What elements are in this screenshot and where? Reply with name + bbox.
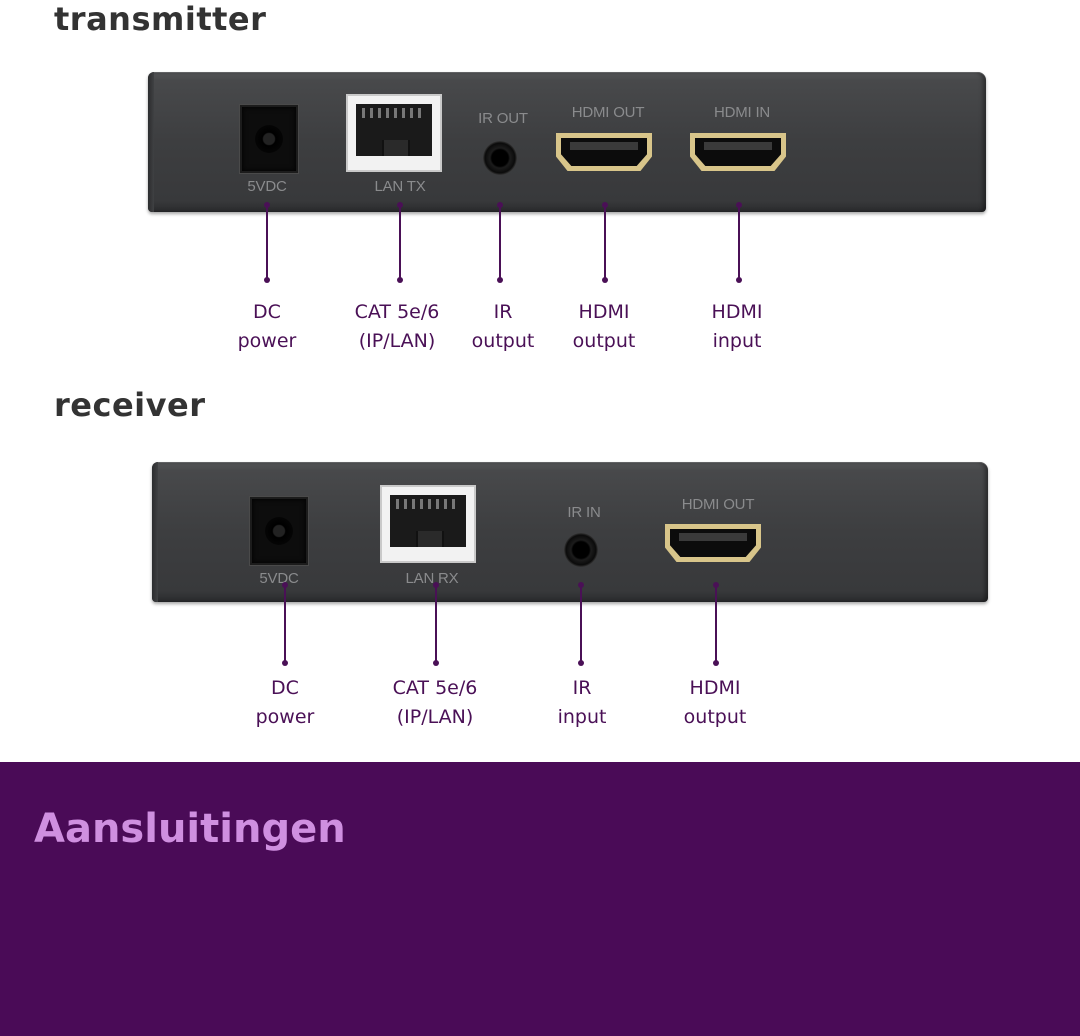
hdmi-out-port (665, 524, 761, 562)
panel-label-5vdc: 5VDC (247, 178, 287, 195)
connector-line-ir (578, 582, 584, 666)
connector-line-hdmi-in (736, 202, 742, 283)
ir-out-jack (483, 141, 517, 175)
callout-hdmi-output: HDMI output (683, 677, 747, 728)
lan-rx-port (380, 485, 476, 563)
callout-hdmi-input: HDMI input (711, 301, 763, 352)
callout-hdmi-output: HDMI output (572, 301, 636, 352)
connector-line-lan (397, 202, 403, 283)
hdmi-out-port (556, 133, 652, 171)
callout-dc-power: DC power (237, 301, 297, 352)
connector-line-dc (282, 582, 288, 666)
transmitter-device: 5VDC LAN TX IR OUT HDMI OUT HDMI IN (148, 72, 986, 212)
banner-title: Aansluitingen (34, 806, 346, 852)
callout-ir-input: IR input (557, 677, 607, 728)
hdmi-in-port (690, 133, 786, 171)
dc-power-jack (250, 497, 308, 565)
panel-label-ir-out: IR OUT (478, 110, 528, 127)
panel-label-hdmi-out: HDMI OUT (681, 496, 755, 513)
lan-tx-port (346, 94, 442, 172)
receiver-title: receiver (54, 386, 206, 424)
connector-line-dc (264, 202, 270, 283)
connector-line-hdmi-out (602, 202, 608, 283)
callout-ir-output: IR output (471, 301, 535, 352)
purple-banner: Aansluitingen (0, 762, 1080, 1036)
panel-label-hdmi-out: HDMI OUT (571, 104, 645, 121)
panel-label-hdmi-in: HDMI IN (713, 104, 771, 121)
transmitter-title: transmitter (54, 0, 267, 38)
panel-label-5vdc: 5VDC (259, 570, 299, 587)
receiver-device: 5VDC LAN RX IR IN HDMI OUT (152, 462, 988, 602)
connector-line-ir (497, 202, 503, 283)
dc-power-jack (240, 105, 298, 173)
panel-label-ir-in: IR IN (567, 504, 601, 521)
callout-cat-lan: CAT 5e/6 (IP/LAN) (392, 677, 478, 728)
ir-in-jack (564, 533, 598, 567)
panel-label-lan-tx: LAN TX (374, 178, 426, 195)
connector-line-hdmi-out (713, 582, 719, 666)
callout-cat-lan: CAT 5e/6 (IP/LAN) (354, 301, 440, 352)
panel-label-lan-rx: LAN RX (405, 570, 459, 587)
callout-dc-power: DC power (255, 677, 315, 728)
connector-line-lan (433, 582, 439, 666)
